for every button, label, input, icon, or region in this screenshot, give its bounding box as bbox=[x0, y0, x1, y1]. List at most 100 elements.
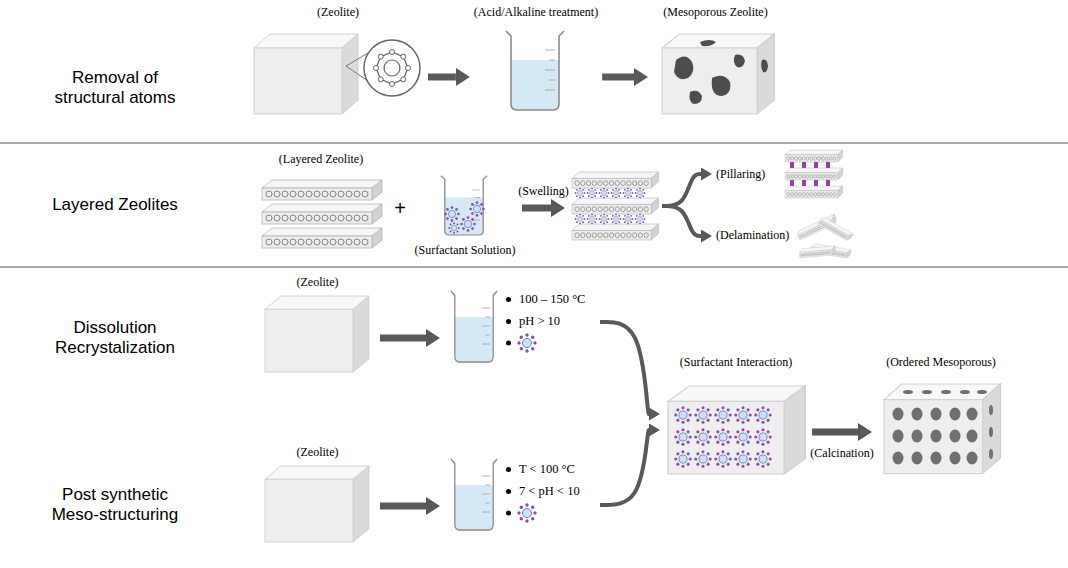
condition-item: T < 100 °C bbox=[506, 458, 575, 480]
caption-text: (Pillaring) bbox=[716, 167, 765, 182]
illustration-node: (Delamination) bbox=[712, 208, 857, 263]
section-title: Removal of structural atoms bbox=[55, 68, 176, 107]
step-label: (Calcination) bbox=[808, 443, 875, 461]
pillared-zeolite bbox=[802, 180, 806, 186]
bullet-dot bbox=[506, 319, 511, 324]
pillared-zeolite bbox=[785, 168, 843, 180]
mesoporous-block bbox=[700, 40, 716, 46]
ordered-mesoporous-block bbox=[893, 408, 904, 421]
illustration-node: (Mesoporous Zeolite) bbox=[648, 5, 783, 120]
zeolite-block bbox=[254, 34, 358, 114]
ordered-mesoporous-block bbox=[989, 427, 993, 437]
zoom-framework bbox=[374, 66, 379, 71]
layered-zeolite bbox=[262, 180, 382, 248]
surfactant-bullet bbox=[517, 333, 536, 352]
ordered-mesoporous-block bbox=[912, 430, 923, 443]
delaminated-sheets bbox=[799, 246, 836, 258]
swollen-zeolite bbox=[623, 214, 634, 225]
section-divider bbox=[0, 267, 1068, 268]
ordered-mesoporous-block bbox=[912, 452, 923, 465]
swollen-zeolite bbox=[572, 224, 658, 240]
illustration-node: (Layered Zeolite) bbox=[250, 152, 392, 252]
curved-arrow bbox=[662, 206, 701, 236]
pillared-zeolite bbox=[826, 162, 830, 168]
zoom-framework bbox=[378, 77, 383, 82]
caption-row: (Surfactant Interaction) bbox=[680, 355, 792, 370]
ordered-mesoporous-block bbox=[893, 452, 904, 465]
ordered-mesoporous-block bbox=[977, 390, 987, 394]
process-arrow bbox=[428, 74, 456, 81]
surfactant-bullet bbox=[506, 333, 537, 352]
caption-row: (Zeolite) bbox=[297, 275, 339, 290]
ordered-mesoporous-block bbox=[931, 430, 942, 443]
section-label: + bbox=[388, 196, 412, 220]
surfactant-interaction-block bbox=[754, 406, 771, 423]
surfactant-interaction-block bbox=[714, 428, 731, 445]
surfactant-beaker bbox=[448, 222, 460, 234]
surfactant-interaction-block bbox=[674, 450, 691, 467]
condition-item: 100 – 150 °C bbox=[506, 288, 585, 310]
bullet-dot bbox=[506, 467, 511, 472]
bullet-dot bbox=[506, 489, 511, 494]
swollen-zeolite bbox=[575, 214, 586, 225]
surfactant-beaker bbox=[441, 176, 487, 235]
ordered-mesoporous-block bbox=[960, 390, 970, 394]
curved-arrow bbox=[600, 430, 649, 505]
caption-row: (Layered Zeolite) bbox=[279, 152, 363, 167]
process-arrow bbox=[380, 335, 426, 342]
section-label: Removal of structural atoms bbox=[40, 68, 190, 109]
zoom-framework bbox=[378, 54, 383, 59]
pillared-zeolite bbox=[802, 162, 806, 168]
swollen-zeolite bbox=[599, 188, 610, 199]
beaker bbox=[506, 31, 564, 110]
condition-item: 7 < pH < 10 bbox=[506, 480, 580, 502]
surfactant-bullet bbox=[506, 503, 537, 522]
zoom-framework bbox=[374, 50, 411, 87]
caption-row: (Acid/Alkaline treatment) bbox=[474, 5, 598, 20]
zoom-framework bbox=[401, 54, 406, 59]
beaker bbox=[451, 291, 497, 362]
swollen-zeolite bbox=[599, 214, 610, 225]
surfactant-beaker bbox=[469, 201, 485, 217]
mesoporous-block bbox=[674, 40, 768, 104]
surfactant-bullet bbox=[506, 341, 511, 346]
ordered-mesoporous-block bbox=[884, 384, 1000, 474]
surfactant-interaction-block bbox=[674, 428, 691, 445]
delaminated-sheets bbox=[796, 214, 853, 258]
caption-text: (Zeolite) bbox=[317, 5, 359, 20]
swollen-zeolite bbox=[587, 188, 598, 199]
surfactant-interaction-block bbox=[674, 406, 691, 423]
zoom-framework bbox=[364, 40, 420, 96]
caption-text: (Surfactant Interaction) bbox=[680, 355, 792, 370]
condition-text: 100 – 150 °C bbox=[519, 292, 585, 307]
section-label: Layered Zeolites bbox=[30, 195, 200, 215]
pillared-zeolite bbox=[814, 180, 818, 186]
caption-text: (Delamination) bbox=[716, 228, 789, 243]
pillared-zeolite bbox=[790, 162, 830, 186]
curved-arrow bbox=[600, 322, 649, 414]
illustration-node: (Pillaring) bbox=[712, 146, 847, 202]
illustration-node: 100 – 150 °C pH > 10 bbox=[440, 280, 600, 375]
surfactant-interaction-block bbox=[754, 428, 771, 445]
zoom-framework bbox=[390, 82, 395, 87]
illustration-node: (Zeolite) bbox=[255, 445, 380, 548]
caption-text: (Surfactant Solution) bbox=[415, 243, 516, 258]
zeolite-block bbox=[265, 296, 369, 372]
ordered-mesoporous-block bbox=[950, 430, 961, 443]
ordered-mesoporous-block bbox=[967, 452, 978, 465]
section-title: Layered Zeolites bbox=[52, 195, 178, 214]
caption-row: (Surfactant Solution) bbox=[415, 243, 516, 258]
swollen-zeolite bbox=[611, 188, 622, 199]
surfactant-bullet bbox=[517, 503, 536, 522]
curved-arrow bbox=[662, 174, 701, 206]
mesoporous-block bbox=[761, 60, 768, 73]
step-label: (Swelling) bbox=[516, 184, 571, 198]
surfactant-interaction-block bbox=[694, 406, 711, 423]
ordered-mesoporous-block bbox=[931, 452, 942, 465]
condition-text: pH > 10 bbox=[519, 314, 560, 329]
section-title: Dissolution Recrystalization bbox=[55, 318, 175, 357]
surfactant-interaction-block bbox=[668, 386, 805, 474]
process-arrow bbox=[380, 503, 426, 510]
illustration-node: (Surfactant Solution) bbox=[408, 170, 522, 258]
